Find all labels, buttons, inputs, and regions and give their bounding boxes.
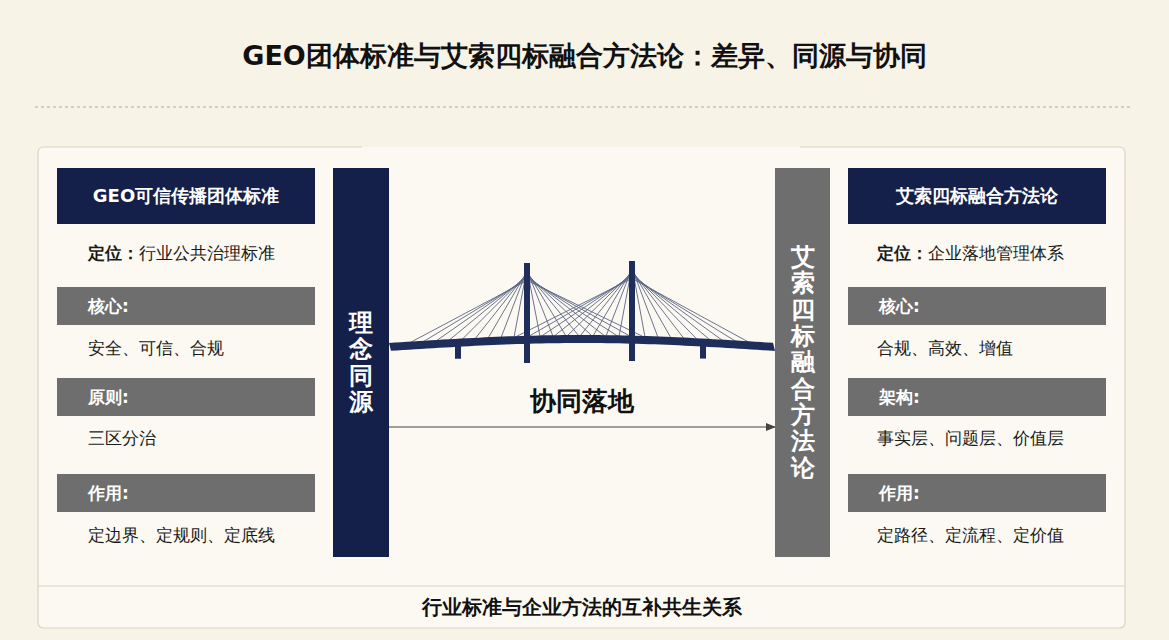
positioning-value: 企业落地管理体系 <box>928 242 1064 265</box>
node-label: 核心: <box>88 295 129 318</box>
content-text: 定边界、定规则、定底线 <box>88 524 275 547</box>
positioning-key: 定位： <box>877 242 928 265</box>
node-label: 作用: <box>88 482 129 505</box>
positioning-row: 定位：行业公共治理标准 <box>88 242 275 265</box>
section-bar: 作用: <box>57 474 315 512</box>
node-label: GEO可信传播团体标准 <box>93 184 279 208</box>
node-label: 架构: <box>879 386 920 409</box>
node-label: 原则: <box>88 386 129 409</box>
pillar-band: 艾索四标融合方法论 <box>775 168 830 557</box>
content-text: 合规、高效、增值 <box>877 337 1013 360</box>
bridge-tower <box>629 261 635 361</box>
content-text: 三区分治 <box>88 427 156 450</box>
section-bar: 架构: <box>848 378 1106 416</box>
dashed-rule <box>35 106 1132 108</box>
section-bar: 原则: <box>57 378 315 416</box>
cable <box>632 279 749 343</box>
content-text: 安全、可信、合规 <box>88 337 224 360</box>
bridge-pier <box>455 343 461 359</box>
vertical-label: 理念同源 <box>349 310 373 416</box>
section-bar: 作用: <box>848 474 1106 512</box>
diagram-caption: 行业标准与企业方法的互补共生关系 <box>38 594 1125 621</box>
vertical-label: 艾索四标融合方法论 <box>791 244 815 482</box>
content-text: 定路径、定流程、定价值 <box>877 524 1064 547</box>
bridge-tower <box>524 263 530 363</box>
panel-outline <box>38 147 1125 628</box>
bridge-illustration <box>389 261 775 363</box>
caption-divider <box>38 585 1125 586</box>
edge-label: 协同落地 <box>530 384 634 419</box>
diagram-title: GEO团体标准与艾索四标融合方法论：差异、同源与协同 <box>0 38 1169 74</box>
node-label: 核心: <box>879 295 920 318</box>
section-bar: 核心: <box>848 287 1106 325</box>
section-bar: 核心: <box>57 287 315 325</box>
bridge-pier <box>700 343 706 359</box>
header-box: 艾索四标融合方法论 <box>848 168 1106 224</box>
positioning-row: 定位：企业落地管理体系 <box>877 242 1064 265</box>
positioning-key: 定位： <box>88 242 139 265</box>
node-label: 艾索四标融合方法论 <box>896 184 1058 208</box>
flow-arrow <box>389 427 775 428</box>
cable <box>515 279 632 338</box>
bridge-deck <box>389 335 775 351</box>
header-box: GEO可信传播团体标准 <box>57 168 315 224</box>
positioning-value: 行业公共治理标准 <box>139 242 275 265</box>
content-text: 事实层、问题层、价值层 <box>877 427 1064 450</box>
cable <box>410 281 527 343</box>
pillar-band: 理念同源 <box>333 168 389 557</box>
node-label: 作用: <box>879 482 920 505</box>
